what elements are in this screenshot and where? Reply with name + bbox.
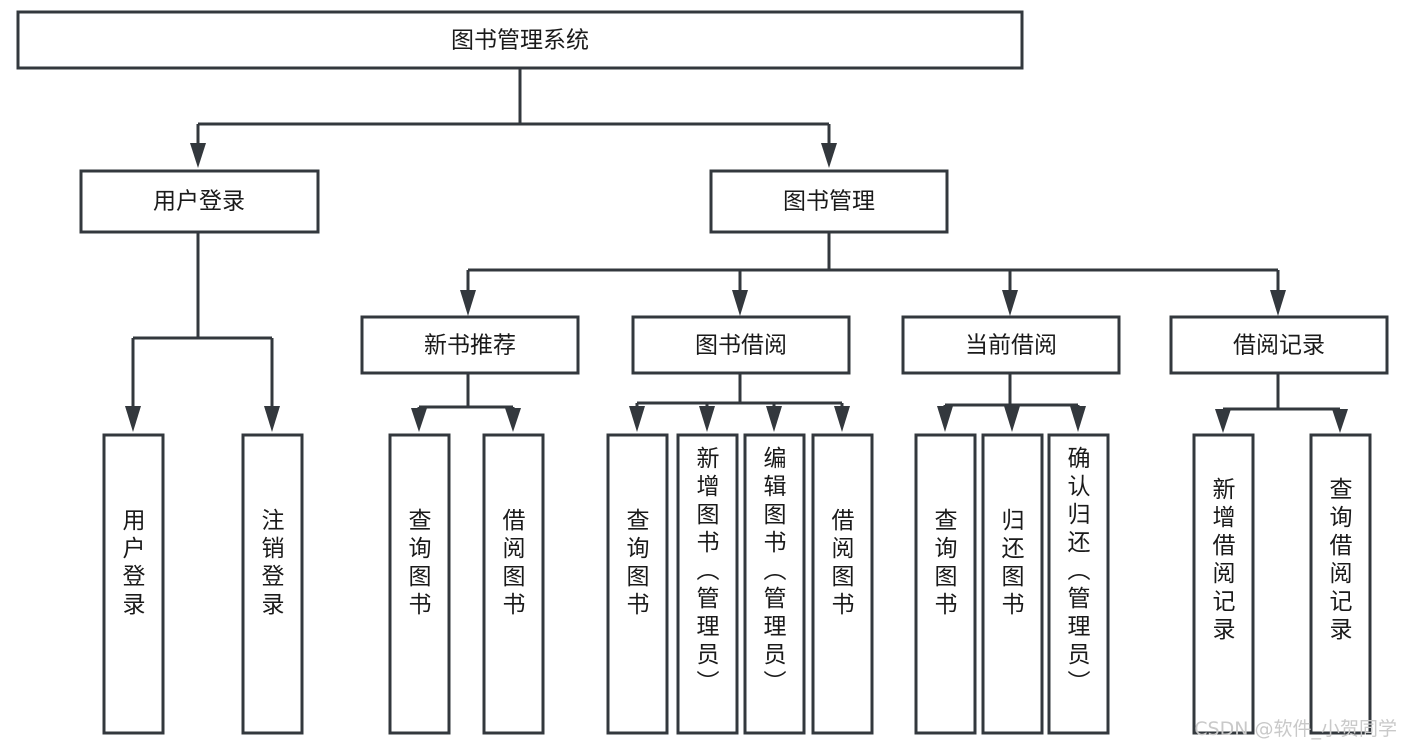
- node-leaf-query-book-1-label: 查询图书: [409, 508, 432, 618]
- node-book-borrow-box[interactable]: [631, 315, 851, 375]
- node-leaf-user-login[interactable]: 用户登录: [102, 433, 165, 735]
- node-leaf-query-record[interactable]: 查询借阅记录: [1309, 433, 1372, 735]
- node-root-box[interactable]: [16, 10, 1024, 70]
- node-borrow-record-box[interactable]: [1169, 315, 1389, 375]
- arrow-head-current-borrow: [1002, 290, 1018, 316]
- node-current-borrow[interactable]: 当前借阅: [901, 315, 1121, 375]
- arrow-head-leaf-confirm-return: [1070, 406, 1086, 432]
- node-user-login-label: 用户登录: [153, 189, 245, 215]
- node-leaf-borrow-book-1[interactable]: 借阅图书: [482, 433, 545, 735]
- node-leaf-add-record-box[interactable]: [1192, 433, 1255, 735]
- node-leaf-query-book-3-label: 查询图书: [935, 508, 958, 618]
- csdn-watermark: CSDN @软件_小贺同学: [1194, 718, 1397, 740]
- node-root-label: 图书管理系统: [451, 28, 589, 54]
- node-leaf-borrow-book-2-label: 借阅图书: [832, 508, 855, 618]
- node-leaf-return-book-box[interactable]: [981, 433, 1044, 735]
- arrow-head-leaf-add-record: [1215, 409, 1231, 433]
- arrow-head-leaf-query-record: [1332, 409, 1348, 433]
- arrow-head-leaf-return-book: [1004, 406, 1020, 432]
- node-user-login[interactable]: 用户登录: [79, 169, 320, 234]
- node-current-borrow-label: 当前借阅: [965, 333, 1057, 359]
- node-leaf-query-record-box[interactable]: [1309, 433, 1372, 735]
- arrow-head-leaf-user-login: [125, 406, 141, 432]
- node-leaf-query-record-label: 查询借阅记录: [1330, 477, 1353, 643]
- node-leaf-add-record-label: 新增借阅记录: [1213, 477, 1236, 643]
- node-leaf-borrow-book-2-box[interactable]: [811, 433, 874, 735]
- arrow-head-leaf-query-book-1: [411, 408, 427, 432]
- arrow-head-new-book-recommend: [460, 290, 476, 316]
- node-leaf-query-book-3[interactable]: 查询图书: [914, 433, 977, 735]
- node-leaf-edit-book-label: 编辑图书︵管理员︶: [764, 446, 787, 696]
- node-book-management-box[interactable]: [709, 169, 949, 234]
- node-leaf-borrow-book-1-label: 借阅图书: [503, 508, 526, 618]
- node-leaf-edit-book[interactable]: 编辑图书︵管理员︶: [743, 433, 806, 735]
- arrow-head-book-borrow: [732, 290, 748, 316]
- node-leaf-confirm-return-label: 确认归还︵管理员︶: [1068, 446, 1091, 696]
- node-leaf-edit-book-box[interactable]: [743, 433, 806, 735]
- node-user-login-box[interactable]: [79, 169, 320, 234]
- arrow-head-leaf-query-book-2: [629, 406, 645, 432]
- node-book-borrow-label: 图书借阅: [695, 333, 787, 359]
- node-borrow-record-label: 借阅记录: [1233, 333, 1325, 359]
- node-leaf-query-book-2-label: 查询图书: [627, 508, 650, 618]
- node-leaf-add-record[interactable]: 新增借阅记录: [1192, 433, 1255, 735]
- arrow-head-leaf-add-book: [699, 406, 715, 432]
- arrow-head-leaf-logout-login: [264, 406, 280, 432]
- node-new-book-recommend-label: 新书推荐: [424, 333, 516, 359]
- arrow-head-leaf-borrow-book-2: [834, 406, 850, 432]
- node-current-borrow-box[interactable]: [901, 315, 1121, 375]
- node-leaf-borrow-book-2[interactable]: 借阅图书: [811, 433, 874, 735]
- arrow-head-leaf-edit-book: [766, 406, 782, 432]
- connector-layer: [125, 68, 1348, 433]
- arrow-head-leaf-query-book-3: [937, 406, 953, 432]
- node-new-book-recommend-box[interactable]: [360, 315, 580, 375]
- node-leaf-add-book[interactable]: 新增图书︵管理员︶: [676, 433, 739, 735]
- node-leaf-logout-login[interactable]: 注销登录: [241, 433, 304, 735]
- node-leaf-logout-login-label: 注销登录: [262, 508, 285, 618]
- node-leaf-query-book-3-box[interactable]: [914, 433, 977, 735]
- node-book-management-label: 图书管理: [783, 189, 875, 215]
- node-leaf-add-book-label: 新增图书︵管理员︶: [697, 446, 720, 696]
- arrow-head-borrow-record: [1270, 290, 1286, 316]
- node-borrow-record[interactable]: 借阅记录: [1169, 315, 1389, 375]
- node-leaf-borrow-book-1-box[interactable]: [482, 433, 545, 735]
- node-book-borrow[interactable]: 图书借阅: [631, 315, 851, 375]
- node-leaf-logout-login-box[interactable]: [241, 433, 304, 735]
- node-leaf-return-book[interactable]: 归还图书: [981, 433, 1044, 735]
- node-leaf-confirm-return[interactable]: 确认归还︵管理员︶: [1047, 433, 1110, 735]
- node-leaf-add-book-box[interactable]: [676, 433, 739, 735]
- node-leaf-confirm-return-box[interactable]: [1047, 433, 1110, 735]
- node-new-book-recommend[interactable]: 新书推荐: [360, 315, 580, 375]
- node-leaf-query-book-1-box[interactable]: [388, 433, 451, 735]
- arrow-head-leaf-borrow-book-1: [505, 408, 521, 432]
- node-leaf-query-book-2[interactable]: 查询图书: [606, 433, 669, 735]
- arrow-head-book-management: [821, 143, 837, 168]
- node-root[interactable]: 图书管理系统: [16, 10, 1024, 70]
- node-leaf-user-login-box[interactable]: [102, 433, 165, 735]
- arrow-head-user-login: [190, 143, 206, 168]
- node-leaf-user-login-label: 用户登录: [123, 508, 146, 618]
- node-leaf-return-book-label: 归还图书: [1002, 508, 1025, 618]
- node-leaf-query-book-2-box[interactable]: [606, 433, 669, 735]
- node-leaf-query-book-1[interactable]: 查询图书: [388, 433, 451, 735]
- node-book-management[interactable]: 图书管理: [709, 169, 949, 234]
